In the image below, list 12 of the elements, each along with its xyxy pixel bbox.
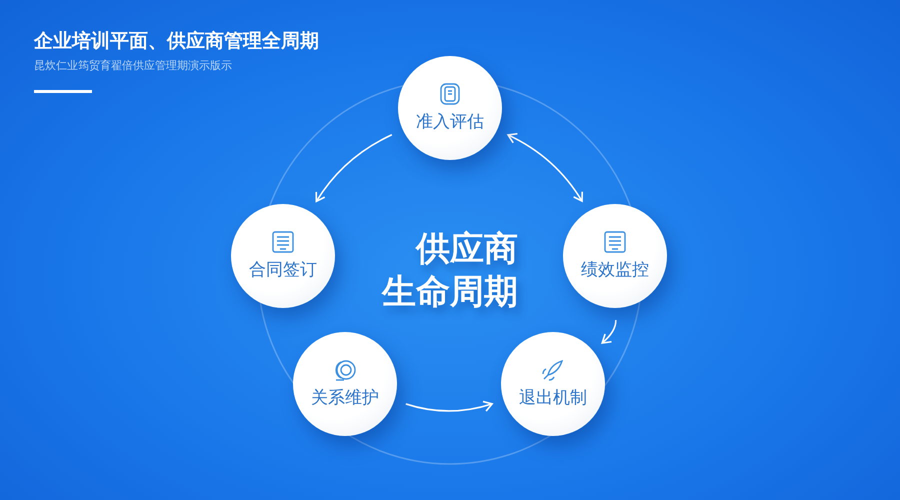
arrow: [406, 400, 493, 412]
center-heading: 供应商生命周期: [381, 228, 519, 313]
stage-label: 关系维护: [311, 388, 379, 410]
arrow: [507, 133, 583, 202]
arrow: [601, 320, 617, 344]
title: 企业培训平面、供应商管理全周期: [34, 30, 319, 54]
stage-label: 准入评估: [416, 112, 484, 134]
subtitle: 昆炊仁业筠贸育翟倍供应管理期演示版示: [34, 58, 233, 74]
stage-label: 退出机制: [519, 388, 587, 410]
stage-label: 合同签订: [249, 260, 317, 282]
arrow: [316, 134, 392, 202]
stage-label: 绩效监控: [581, 260, 649, 282]
